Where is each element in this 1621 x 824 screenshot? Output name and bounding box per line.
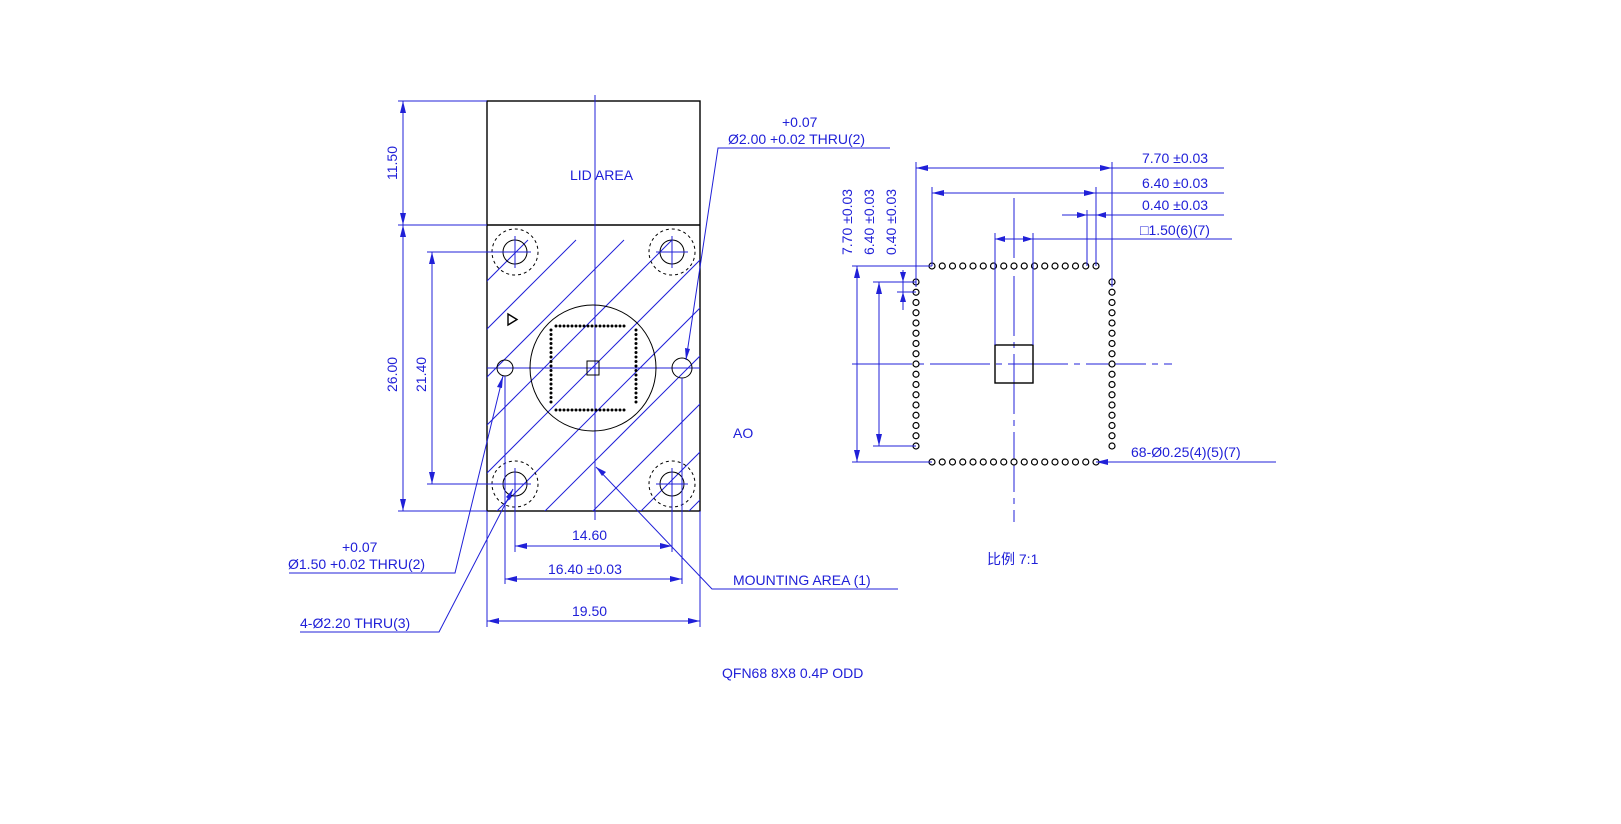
dim-lid-height: 11.50 <box>384 146 400 180</box>
mount-holes-note: 4-Ø2.20 THRU(3) <box>300 615 410 631</box>
chip-area <box>529 304 657 432</box>
dim-inner-v: 6.40 ±0.03 <box>861 189 877 255</box>
footprint-dimension-lines <box>852 162 1276 465</box>
pins-note: 68-Ø0.25(4)(5)(7) <box>1131 444 1241 460</box>
socket-outline <box>486 100 701 512</box>
scale-label: 比例 7:1 <box>987 551 1039 567</box>
dim-outer-v: 7.70 ±0.03 <box>839 189 855 255</box>
footprint-centerlines <box>852 198 1172 522</box>
view-label: AO <box>733 425 753 441</box>
lid-area-label: LID AREA <box>570 167 634 183</box>
dim-width: 19.50 <box>572 603 607 619</box>
dim-square: □1.50(6)(7) <box>1140 222 1210 238</box>
hole-top-right <box>648 228 696 276</box>
mounting-area-hatch <box>487 239 700 511</box>
footprint-labels: 7.70 ±0.03 6.40 ±0.03 0.40 ±0.03 □1.50(6… <box>839 150 1241 567</box>
left-labels: LID AREA 11.50 26.00 21.40 14.60 16.40 ±… <box>288 114 871 681</box>
dim-outer: 7.70 ±0.03 <box>1142 150 1208 166</box>
dim-inner: 6.40 ±0.03 <box>1142 175 1208 191</box>
footprint-pads <box>912 262 1116 466</box>
left-leaders <box>289 147 898 633</box>
package-label: QFN68 8X8 0.4P ODD <box>722 665 863 681</box>
dim-pitch: 0.40 ±0.03 <box>1142 197 1208 213</box>
thermal-pad-square <box>994 344 1034 384</box>
pin-hole-note: Ø1.50 +0.02 THRU(2) <box>288 556 425 572</box>
left-centerlines <box>487 95 700 520</box>
dim-hole-pitch-h: 14.60 <box>572 527 607 543</box>
dim-height: 26.00 <box>384 357 400 392</box>
pin1-marker-icon <box>507 312 519 327</box>
top-hole-tolerance: +0.07 <box>782 114 818 130</box>
dim-pin-pitch: 16.40 ±0.03 <box>548 561 622 577</box>
pin-hole-tolerance: +0.07 <box>342 539 378 555</box>
mounting-area-note: MOUNTING AREA (1) <box>733 572 871 588</box>
left-dimension-lines <box>398 100 701 627</box>
dim-pitch-v: 0.40 ±0.03 <box>883 189 899 255</box>
top-hole-note: Ø2.00 +0.02 THRU(2) <box>728 131 865 147</box>
dim-hole-pitch-v: 21.40 <box>413 357 429 392</box>
